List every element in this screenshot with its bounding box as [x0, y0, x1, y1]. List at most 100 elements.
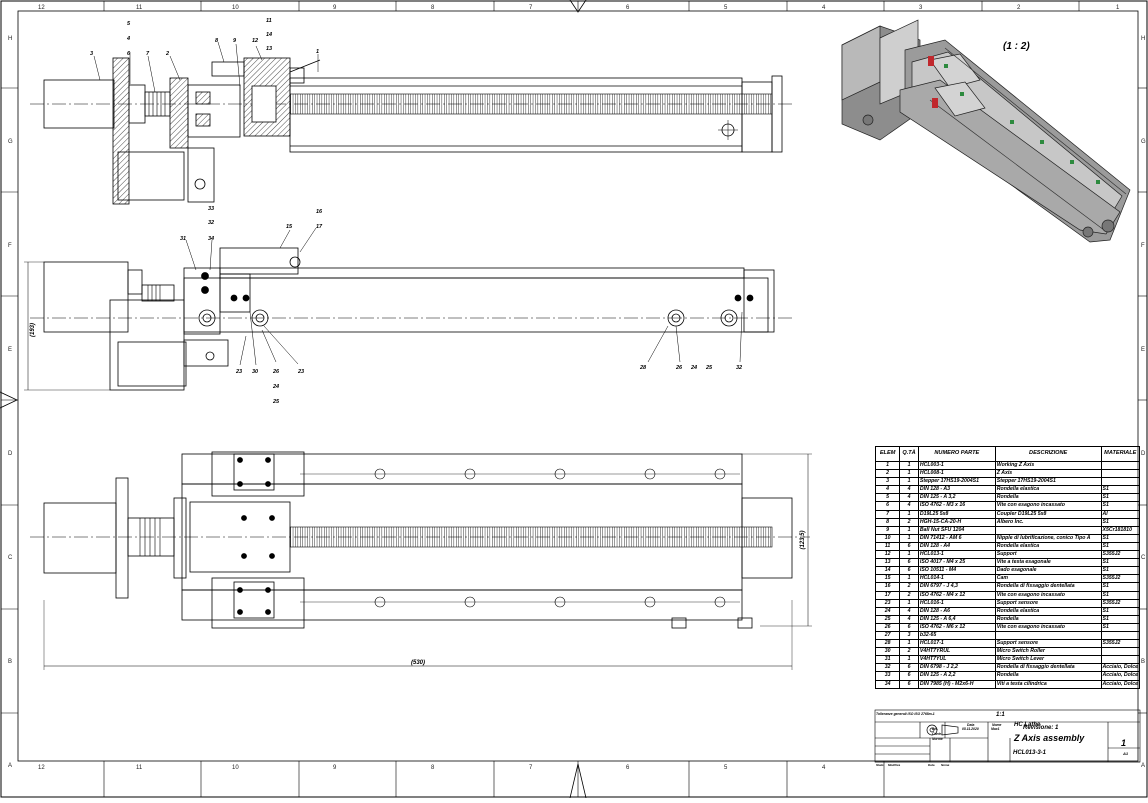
zone-row: B [8, 659, 12, 665]
bom-cell: DIN 125 - A 3,2 [917, 493, 996, 503]
bom-cell: S1 [1100, 541, 1141, 552]
tolerance-note: Tolleranze generali ISO ISO 2768m-1 [876, 712, 935, 716]
zone-col: 1 [1116, 5, 1120, 11]
bom-cell: 2 [899, 647, 919, 657]
bom-cell: Rondella elastica [994, 485, 1102, 495]
bom-cell: V4HT7YRUL [917, 647, 996, 657]
balloon: 14 [266, 32, 272, 38]
bom-cell: 25 [874, 614, 901, 624]
zone-col: 5 [724, 5, 728, 11]
bom-header: MATERIALE [1100, 446, 1141, 462]
balloon: 7 [146, 51, 150, 57]
zone-row: C [1141, 555, 1146, 561]
bom-table: ELEM Q.TÀ NUMERO PARTE DESCRIZIONE MATER… [874, 446, 1141, 689]
balloon: 31 [180, 236, 186, 242]
zone-row: A [1141, 763, 1145, 769]
row-label: Contr. [932, 732, 942, 736]
zone-col: 11 [136, 765, 143, 771]
bom-cell: S1 [1100, 501, 1141, 511]
bom-cell: HCL003-1 [917, 460, 996, 471]
bom-cell: S355J2 [1100, 598, 1141, 608]
zone-col: 9 [333, 5, 337, 11]
balloon: 26 [675, 365, 683, 371]
bom-cell: b32-65 [917, 630, 996, 641]
project-name: HC Lathe [1014, 722, 1041, 728]
bom-cell: HCL014-1 [917, 574, 996, 584]
bom-cell: S1 [1100, 517, 1141, 527]
balloon: 24 [272, 384, 279, 390]
center-mark-top [569, 0, 587, 13]
zone-row: F [1141, 243, 1145, 249]
balloon: 3 [90, 51, 93, 57]
row-label: Norme [932, 737, 943, 741]
bom-cell: S1 [1100, 590, 1141, 600]
bom-cell: Rondella di fissaggio dentellata [994, 663, 1102, 673]
zone-row: F [8, 243, 12, 249]
bom-cell: 6 [899, 566, 919, 576]
bom-cell: 7 [874, 509, 901, 519]
bom-cell: DIN 128 - A3 [917, 485, 996, 495]
bom-cell: S1 [1100, 533, 1141, 543]
bom-cell: Stepper 17HS19-2004S1 [917, 477, 996, 487]
bom-cell: 1 [899, 598, 919, 608]
zone-col: 11 [136, 5, 143, 11]
bom-cell: 6 [899, 622, 919, 632]
zone-row: G [8, 139, 13, 145]
bom-cell: DIN 6797 - J 4,3 [917, 582, 996, 592]
bom-cell: Rondella [994, 614, 1102, 624]
bom-cell: S355J2 [1100, 550, 1141, 560]
drawn-by: Max1 [991, 727, 1000, 731]
bom-header-row: ELEM Q.TÀ NUMERO PARTE DESCRIZIONE MATER… [874, 446, 1141, 462]
bom-cell: Acciaio, Dolce [1100, 679, 1141, 689]
drawing-number: HCL013-3-1 [1013, 750, 1047, 756]
bom-cell: 1 [899, 509, 919, 519]
bom-cell: HCL008-1 [917, 469, 996, 479]
balloon: 25 [272, 399, 280, 405]
revision: Revisione: 1 [1023, 725, 1059, 731]
footer-label: Stato [876, 763, 884, 767]
zone-col: 10 [232, 765, 239, 771]
zone-row: H [8, 36, 12, 42]
balloon: 8 [215, 38, 219, 44]
zone-col: 6 [626, 765, 630, 771]
zone-row: H [1141, 36, 1145, 42]
bom-cell: 1 [899, 550, 919, 560]
bom-cell [1100, 460, 1141, 471]
bom-cell: Acciaio, Dolce [1100, 663, 1141, 673]
bom-cell: Dado esagonale [994, 566, 1102, 576]
center-mark-left [0, 391, 18, 409]
sheet-number: 1 [1121, 738, 1127, 748]
bom-cell: 8 [874, 517, 901, 527]
dim-length: (530) [411, 660, 425, 666]
bom-cell: 1 [899, 655, 919, 665]
bom-cell: S1 [1100, 622, 1141, 632]
row-label: Dis. [932, 727, 939, 731]
bom-cell: Albero Inc. [994, 517, 1102, 527]
bom-cell: 1 [899, 639, 919, 649]
balloons-side: 15 16 17 23 24 25 26 28 30 31 32 33 34 2… [180, 206, 742, 405]
zone-row: E [8, 347, 12, 353]
balloon: 25 [705, 365, 713, 371]
title-block-lines [874, 709, 1141, 763]
bom-cell: 12 [874, 550, 901, 560]
zone-col: 10 [232, 5, 239, 11]
drawing-scale: 1:1 [996, 712, 1005, 718]
balloon: 4 [126, 36, 130, 42]
bom-cell: Vite a testa esagonale [994, 558, 1102, 568]
bom-cell: 3 [899, 630, 919, 641]
bom-cell: 6 [874, 501, 901, 511]
bom-cell: 30 [874, 647, 901, 657]
top-section-view [30, 57, 795, 205]
balloon: 12 [252, 38, 258, 44]
name-label: Nome [992, 723, 1002, 727]
bom-cell: ISO 4762 - M6 x 12 [917, 622, 996, 632]
zone-row: A [8, 763, 12, 769]
